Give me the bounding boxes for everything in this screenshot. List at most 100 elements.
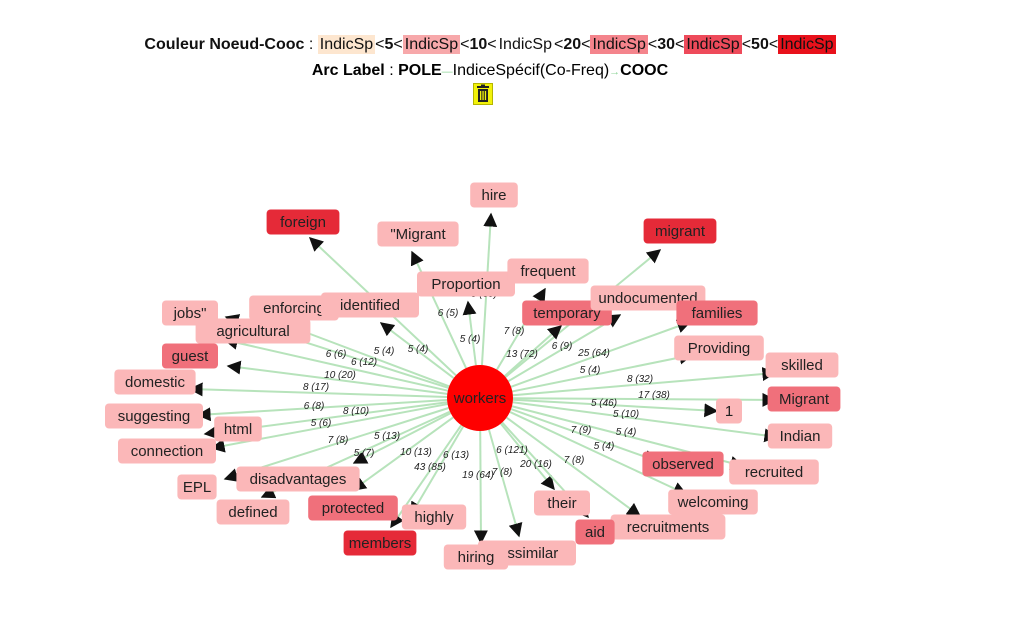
node-box [676, 300, 758, 326]
node-label: enforcing [263, 300, 325, 317]
node-label: domestic [125, 374, 186, 391]
arc-arrow-right-icon: → [609, 66, 621, 78]
graph-edge [500, 422, 555, 491]
edge-weight-label: 5 (13) [374, 431, 400, 442]
graph-edge [509, 411, 688, 496]
legend-threshold: 20 [563, 36, 582, 53]
edge-weight-label: 6 (6) [326, 349, 347, 360]
node-migrant[interactable]: Migrant [767, 386, 841, 412]
node-migrant[interactable]: "Migrant [377, 221, 459, 247]
node-suggesting[interactable]: suggesting [105, 403, 203, 429]
node-agricultural[interactable]: agricultural [195, 318, 311, 344]
node-welcoming[interactable]: welcoming [668, 489, 758, 515]
edge-weight-label: 7 (8) [504, 326, 525, 337]
legend-swatch: IndicSp [778, 35, 836, 54]
node-box [575, 519, 615, 545]
arc-label-sep: : [389, 62, 394, 79]
node-box [765, 352, 839, 378]
node-box [668, 489, 758, 515]
edge-weight-label: 19 (64) [462, 470, 494, 481]
graph-edge [504, 325, 563, 377]
node-label: Proportion [431, 276, 500, 293]
graph-edge [507, 314, 622, 383]
node-providing[interactable]: Providing [674, 335, 764, 361]
legend-operator: < [375, 36, 385, 53]
node-indian[interactable]: Indian [767, 423, 833, 449]
node-color-legend: Couleur Noeud-Cooc : IndicSp<5<IndicSp<1… [0, 34, 980, 56]
node-epl[interactable]: EPL [177, 474, 217, 500]
node-box [195, 318, 311, 344]
node-disadvantages[interactable]: disadvantages [236, 466, 360, 492]
hub-node-workers[interactable]: workers [447, 365, 513, 431]
node-recruited[interactable]: recruited [729, 459, 819, 485]
node-foreign[interactable]: foreign [266, 209, 340, 235]
node-skilled[interactable]: skilled [765, 352, 839, 378]
node-guest[interactable]: guest [162, 343, 218, 369]
node-label: families [692, 305, 743, 322]
node-domestic[interactable]: domestic [114, 369, 196, 395]
node-identified[interactable]: identified [321, 292, 419, 318]
node-label: observed [652, 456, 714, 473]
legend-operator: < [647, 36, 658, 53]
node-defined[interactable]: defined [216, 499, 290, 525]
node-protected[interactable]: protected [308, 495, 398, 521]
edge-weight-label: 5 (4) [374, 346, 395, 357]
edge-weight-label: 6 (9) [552, 341, 573, 352]
node-box [162, 343, 218, 369]
node-connection[interactable]: connection [118, 438, 216, 464]
node-recruitments[interactable]: recruitments [610, 514, 726, 540]
node-box [642, 451, 724, 477]
node-label: their [547, 495, 576, 512]
node-enforcing[interactable]: enforcing [249, 295, 339, 321]
node-box [105, 403, 203, 429]
node-frequent[interactable]: frequent [507, 258, 589, 284]
node-label: hiring [458, 549, 495, 566]
node-families[interactable]: families [676, 300, 758, 326]
edge-weight-label: 5 (6) [311, 418, 332, 429]
node-their[interactable]: their [534, 490, 590, 516]
node-observed[interactable]: observed [642, 451, 724, 477]
node-highly[interactable]: highly [401, 504, 467, 530]
edge-weight-label: 5 (4) [594, 441, 615, 452]
node-box [308, 495, 398, 521]
node-label: guest [172, 348, 210, 365]
legend-swatch: IndicSp [684, 35, 742, 54]
trash-button[interactable] [473, 83, 493, 105]
node-label: welcoming [677, 494, 749, 511]
node-box [729, 459, 819, 485]
legend-operator: < [487, 36, 497, 53]
node-label: skilled [781, 357, 823, 374]
legend-threshold: 10 [469, 36, 488, 53]
legend-operator: < [553, 36, 564, 53]
node-hire[interactable]: hire [470, 182, 518, 208]
node-box [177, 474, 217, 500]
edge-weight-label: 6 (13) [443, 450, 469, 461]
node-box [470, 182, 518, 208]
node-temporary[interactable]: temporary [522, 300, 612, 326]
graph-edge [410, 250, 467, 369]
node-label: migrant [655, 223, 706, 240]
node-members[interactable]: members [343, 530, 417, 556]
arc-label-middle: IndiceSpécif(Co-Freq) [452, 62, 610, 79]
node-proportion[interactable]: Proportion [417, 271, 515, 297]
node-aid[interactable]: aid [575, 519, 615, 545]
node-migrant[interactable]: migrant [643, 218, 717, 244]
node-label: members [349, 535, 412, 552]
node-box [507, 258, 589, 284]
node-label: "Migrant [390, 226, 446, 243]
node-label: protected [322, 500, 385, 517]
node-label: suggesting [118, 408, 191, 425]
arc-label-cooc: COOC [620, 62, 669, 79]
graph-edge [512, 350, 694, 393]
edge-weight-label: 6 (5) [438, 308, 459, 319]
legend-items: IndicSp<5<IndicSp<10<IndicSp<20<IndicSp<… [317, 35, 836, 54]
node-1[interactable]: 1 [716, 398, 742, 424]
node-label: identified [340, 297, 400, 314]
node-hiring[interactable]: hiring [443, 544, 509, 570]
hub-label: workers [453, 390, 507, 407]
node-box [266, 209, 340, 235]
node-html[interactable]: html [214, 416, 262, 442]
edge-weight-label: 25 (64) [577, 348, 610, 359]
edge-weight-label: 7 (8) [564, 455, 585, 466]
